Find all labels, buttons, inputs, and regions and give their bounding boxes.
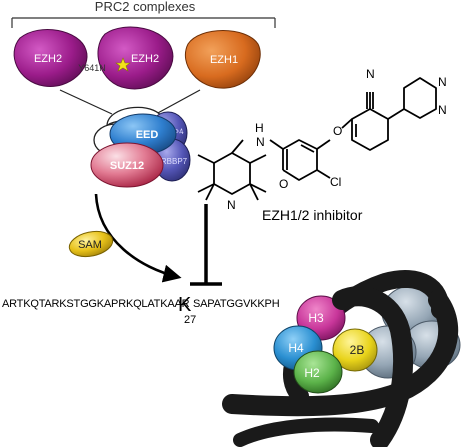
pyridazine-n1: N: [438, 75, 447, 89]
ezh1-label: EZH1: [210, 54, 238, 66]
histone-h2a: [293, 350, 343, 394]
ezh2-variant-mutant: EZH2: [97, 26, 174, 90]
nitrile-n: N: [366, 67, 375, 81]
sequence-left: ARTKQTARKSTGGKAPRKQLATKAAR: [2, 298, 190, 310]
histone-h2b-label: 2B: [350, 343, 365, 357]
inhibitor-structure: [197, 77, 437, 201]
prc2-complexes-title: PRC2 complexes: [95, 0, 196, 14]
sam-cofactor: SAM: [68, 230, 114, 258]
sequence-right: SAPATGGVKKPH: [193, 298, 280, 310]
piperidine-n: N: [227, 198, 236, 212]
ether-o: O: [333, 124, 342, 138]
prc2-bracket: [11, 17, 276, 28]
sam-label: SAM: [78, 239, 102, 251]
inhibitor-atom-labels: N O H N O N Cl N N: [227, 67, 447, 212]
prc2-core: RBBP4 RBBP7 EED SUZ12: [90, 111, 191, 188]
pyridazine-n2: N: [438, 103, 447, 117]
variant-connector-lines: [59, 89, 201, 115]
ezh1-variant: EZH1: [184, 30, 261, 89]
ezh2-variant-left: EZH2: [13, 29, 88, 87]
rbbp7-label: RBBP7: [161, 157, 188, 166]
eed-label: EED: [136, 129, 159, 141]
lysine-position: 27: [184, 314, 196, 326]
histone-h2a-label: H2: [304, 366, 320, 380]
suz12-label: SUZ12: [110, 160, 144, 172]
histone-h4-label: H4: [288, 341, 304, 355]
mutation-star-icon: [115, 57, 131, 72]
ezh2-mid-label: EZH2: [131, 53, 159, 65]
methylation-arrow: [94, 193, 182, 283]
amide-o: O: [279, 177, 288, 191]
histone-h2b: [332, 328, 378, 372]
ezh2-left-label: EZH2: [34, 53, 62, 65]
amide-h: H: [255, 121, 264, 135]
inhibitor-label: EZH1/2 inhibitor: [262, 207, 363, 223]
suz12-subunit: [90, 142, 164, 188]
nucleosome: H3 2B H4 H2: [222, 269, 461, 447]
mutation-label: Y641N: [78, 63, 106, 73]
amide-n: N: [256, 135, 265, 149]
histone-h3-sequence: ARTKQTARKSTGGKAPRKQLATKAAR K 27 SAPATGGV…: [2, 294, 280, 326]
histone-h3-label: H3: [308, 311, 324, 325]
inhibition-symbol: [190, 204, 222, 286]
lysine-k27: K: [178, 294, 192, 316]
chloro-label: Cl: [330, 175, 341, 189]
